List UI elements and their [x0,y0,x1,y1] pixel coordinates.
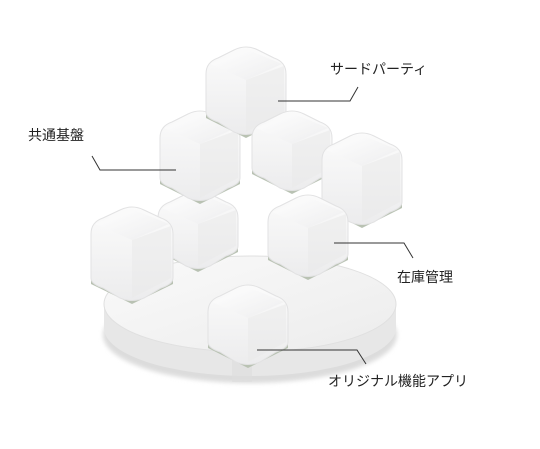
leader-line-third-party [278,86,359,102]
leader-line-common-platform [91,155,176,171]
label-common-platform: 共通基盤 [28,128,84,144]
leader-line-inventory [334,242,414,259]
cube-center-right [267,194,349,280]
leader-lines [91,86,414,365]
cube-right [321,132,403,228]
leader-line-original-apps [257,349,367,365]
cube-mid-left [159,110,241,204]
cube-front [207,284,289,368]
cube-group [90,46,403,368]
label-inventory: 在庫管理 [397,270,453,286]
label-original-apps: オリジナル機能アプリ [328,374,468,390]
cube-mid-center [251,110,333,194]
cube-top [205,46,287,138]
label-third-party: サードパーティ [330,62,428,78]
cube-far-left [90,206,174,304]
